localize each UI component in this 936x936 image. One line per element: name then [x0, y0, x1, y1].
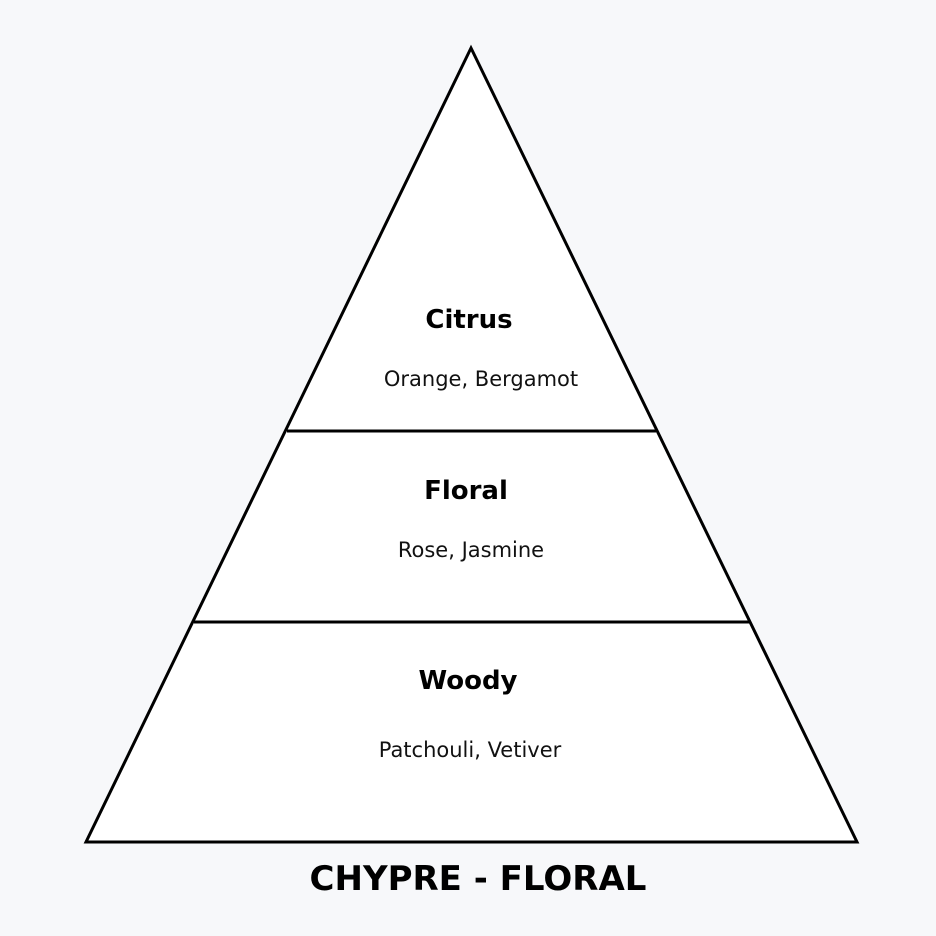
- layer-title-top: Citrus: [425, 305, 512, 335]
- pyramid-outline: [83, 44, 860, 844]
- layer-title-middle: Floral: [424, 476, 508, 506]
- layer-title-base: Woody: [418, 666, 517, 696]
- layer-notes-middle: Rose, Jasmine: [398, 538, 544, 562]
- layer-notes-top: Orange, Bergamot: [384, 367, 578, 391]
- diagram-title: CHYPRE - FLORAL: [310, 859, 647, 899]
- layer-notes-base: Patchouli, Vetiver: [379, 738, 562, 762]
